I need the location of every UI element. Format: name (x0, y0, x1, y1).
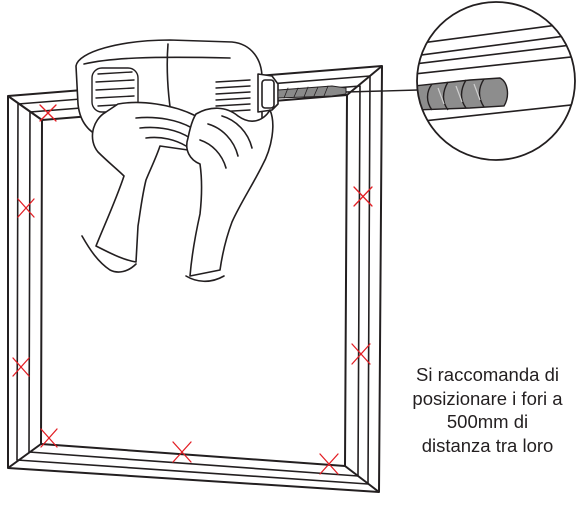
caption-line: distanza tra loro (395, 434, 580, 458)
frame-corner-joint-br (345, 466, 379, 492)
frame-corner-joint-bl (8, 444, 41, 468)
hole-marker-bottom-middle (173, 442, 191, 462)
left-hand (187, 108, 273, 276)
drill-with-hands (76, 40, 346, 281)
hole-marker-left-upper (18, 199, 34, 217)
drill-chuck-collar (262, 80, 274, 108)
frame-corner-joint-tl (8, 96, 42, 120)
right-hand (92, 103, 202, 263)
callout-leader-line (346, 90, 418, 92)
caption-line: 500mm di (395, 410, 580, 434)
hole-marker-left-lower (13, 358, 29, 376)
caption-line: Si raccomanda di (395, 363, 580, 387)
caption-line: posizionare i fori a (395, 387, 580, 411)
hole-marker-right-lower (352, 344, 370, 364)
hole-markers (13, 105, 372, 474)
hole-spacing-caption: Si raccomanda di posizionare i fori a 50… (395, 363, 580, 457)
right-sleeve (186, 276, 224, 281)
